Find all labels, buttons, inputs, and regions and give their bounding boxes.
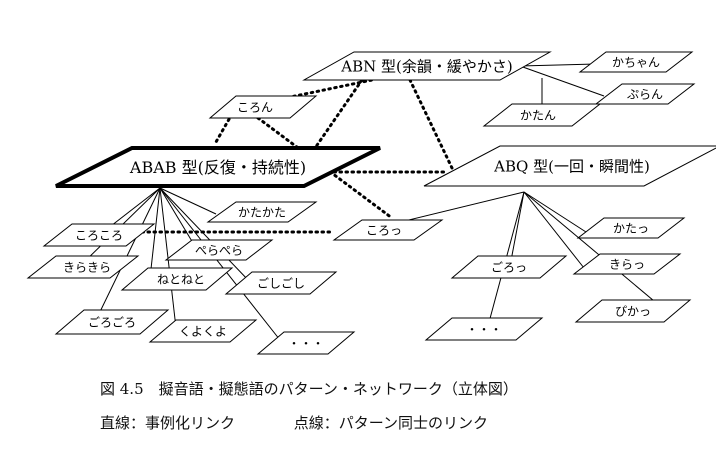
solid-link-abab-goshigoshi xyxy=(159,187,251,283)
solid-link-abn-puran xyxy=(519,65,605,97)
pattern-network-diagram: ABN 型(余韻・緩やかさ) ABAB 型(反復・持続性) ABQ 型(一回・瞬間性… xyxy=(26,51,716,355)
node-label-netoneto: ねとねと xyxy=(157,272,205,286)
node-label-kuyokuyo: くよくよ xyxy=(179,324,227,338)
node-shape-kacchan xyxy=(578,51,694,73)
node-label-gorokko: ごろっ xyxy=(491,259,527,274)
dotted-link-koron-abn xyxy=(274,78,374,102)
legend-solid-text: 直線：事例化リンク xyxy=(100,414,236,432)
node-abn: ABN 型(余韻・緩やかさ) xyxy=(302,51,552,81)
node-label-dots2: ・・・ xyxy=(466,322,502,336)
node-shape-kuyokuyo xyxy=(148,319,258,343)
solid-link-abq-gorokko xyxy=(509,191,525,267)
node-katan: かたん xyxy=(482,103,602,127)
solid-link-abn-kacchan xyxy=(519,63,597,67)
node-shape-dots2 xyxy=(424,317,544,341)
node-shape-korokoro xyxy=(42,223,156,247)
node-shape-gorogoro xyxy=(54,309,170,335)
node-perapera: ぺらぺら xyxy=(164,239,274,261)
node-shape-katakata xyxy=(206,201,318,223)
solid-link-abab-katakata xyxy=(159,187,217,215)
solid-link-abab-dots1 xyxy=(159,187,281,341)
solid-link-abab-gorogoro xyxy=(95,187,161,321)
solid-link-abq-kiratsu xyxy=(523,191,585,269)
node-shape-goshigoshi xyxy=(224,271,338,295)
node-gorogoro: ごろごろ xyxy=(54,309,170,335)
node-koron: ころん xyxy=(208,95,318,119)
node-dots2: ・・・ xyxy=(424,317,544,341)
node-korokko: ころっ xyxy=(332,219,444,241)
node-label-korokko: ころっ xyxy=(366,223,402,237)
node-shape-perapera xyxy=(164,239,274,261)
caption-title: 図 4.5 擬音語・擬態語のパターン・ネットワーク（立体図） xyxy=(100,380,518,398)
node-shape-korokko xyxy=(332,219,444,241)
node-shape-pikatsu xyxy=(574,299,692,323)
node-label-abab: ABAB 型(反復・持続性) xyxy=(129,158,306,177)
caption-title-line: 図 4.5 擬音語・擬態語のパターン・ネットワーク（立体図） xyxy=(100,372,700,406)
node-abq: ABQ 型(一回・瞬間性) xyxy=(423,145,716,187)
node-korokoro: ころころ xyxy=(42,223,156,247)
node-label-puran: ぷらん xyxy=(627,87,663,101)
node-kirakira: きらきら xyxy=(26,255,140,279)
node-label-perapera: ぺらぺら xyxy=(195,243,243,257)
node-goshigoshi: ごしごし xyxy=(224,271,338,295)
node-shape-dots1 xyxy=(256,331,356,355)
node-gorokko: ごろっ xyxy=(450,255,568,279)
node-shape-kiratsu xyxy=(572,253,682,275)
node-label-kacchan: かちゃん xyxy=(612,55,660,69)
node-netoneto: ねとねと xyxy=(120,267,234,291)
node-label-goshigoshi: ごしごし xyxy=(257,275,305,290)
node-label-pikatsu: ぴかっ xyxy=(615,304,651,318)
node-label-kiratsu: きらっ xyxy=(609,257,645,271)
solid-link-abab-perapera xyxy=(159,187,197,249)
node-label-dots1: ・・・ xyxy=(288,336,324,350)
node-kuyokuyo: くよくよ xyxy=(148,319,258,343)
node-shape-netoneto xyxy=(120,267,234,291)
solid-link-abq-pikatsu xyxy=(523,191,661,307)
solid-link-abq-katatsu xyxy=(523,191,587,233)
node-shape-kirakira xyxy=(26,255,140,279)
node-pikatsu: ぴかっ xyxy=(574,299,692,323)
dotted-link-abn-abq xyxy=(408,78,454,170)
node-shape-abab xyxy=(55,146,381,188)
node-shape-abq xyxy=(423,145,716,187)
dotted-link-koron-abab xyxy=(214,112,234,144)
node-label-abn: ABN 型(余韻・緩やかさ) xyxy=(340,57,512,75)
node-shape-abn xyxy=(302,51,552,81)
node-kiratsu: きらっ xyxy=(572,253,682,275)
node-label-kirakira: きらきら xyxy=(63,260,111,274)
node-label-abq: ABQ 型(一回・瞬間性) xyxy=(493,157,650,175)
figure-caption: 図 4.5 擬音語・擬態語のパターン・ネットワーク（立体図） 直線：事例化リンク… xyxy=(100,372,700,440)
node-shape-katatsu xyxy=(576,217,686,239)
legend-dotted-text: 点線：パターン同士のリンク xyxy=(293,414,489,432)
node-shape-puran xyxy=(594,83,696,105)
node-shape-gorokko xyxy=(450,255,568,279)
node-label-gorogoro: ごろごろ xyxy=(88,314,136,329)
node-label-katakata: かたかた xyxy=(238,205,286,219)
node-abab: ABAB 型(反復・持続性) xyxy=(55,146,381,188)
node-shape-koron xyxy=(208,95,318,119)
node-label-katatsu: かたっ xyxy=(613,221,649,235)
node-kacchan: かちゃん xyxy=(578,51,694,73)
node-katatsu: かたっ xyxy=(576,217,686,239)
node-label-korokoro: ころころ xyxy=(75,228,123,242)
node-katakata: かたかた xyxy=(206,201,318,223)
node-label-koron: ころん xyxy=(237,100,273,114)
caption-legend-line: 直線：事例化リンク 点線：パターン同士のリンク xyxy=(100,406,700,440)
node-puran: ぷらん xyxy=(594,83,696,105)
node-label-katan: かたん xyxy=(520,108,556,122)
nodes-layer: ABN 型(余韻・緩やかさ) ABAB 型(反復・持続性) ABQ 型(一回・瞬間性… xyxy=(26,51,716,355)
node-dots1: ・・・ xyxy=(256,331,356,355)
node-shape-katan xyxy=(482,103,602,127)
